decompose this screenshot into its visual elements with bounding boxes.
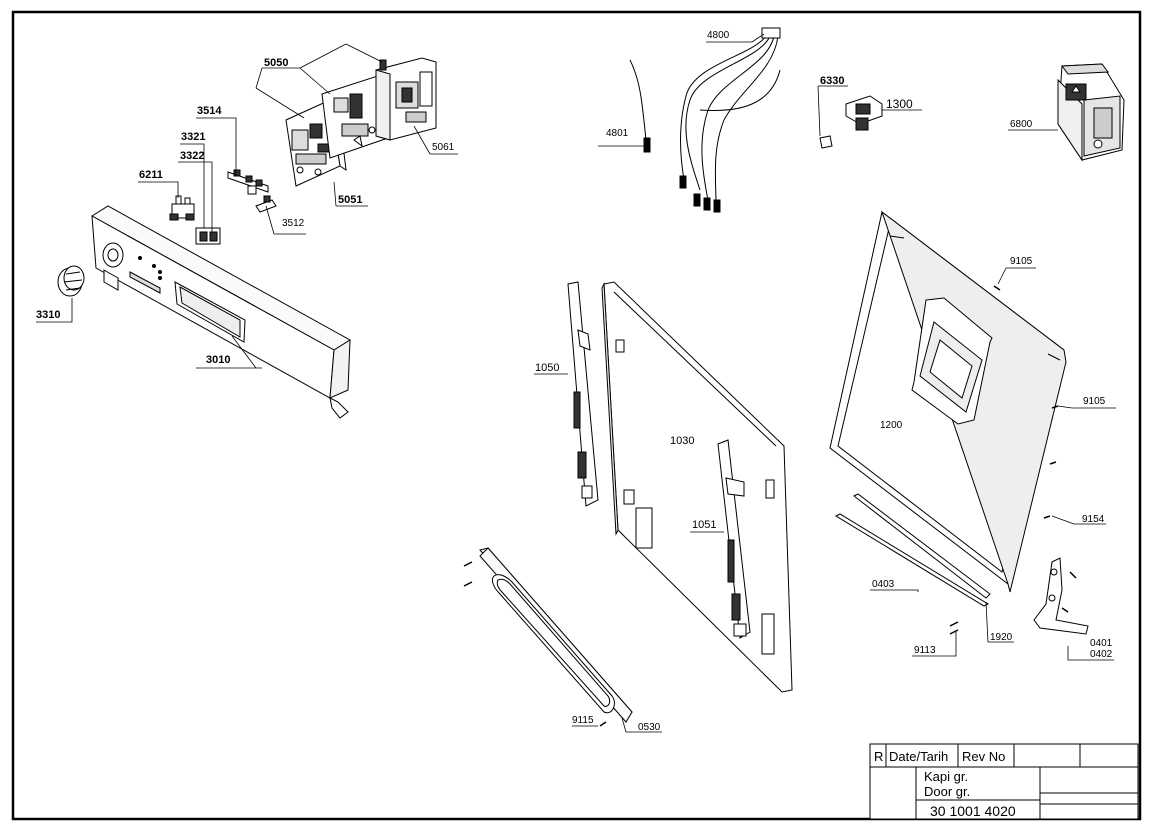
label-5050: 5050 — [264, 57, 288, 69]
cable-harness-4800 — [679, 27, 781, 213]
title-block-name-2: Door gr. — [924, 784, 970, 799]
outer-door-1030 — [601, 281, 793, 693]
leader-lines-rails — [534, 373, 724, 533]
sensor-1300 — [819, 95, 883, 149]
leader-lines-door-right — [997, 267, 1116, 525]
leader-lines-sensor — [817, 85, 922, 137]
hinge-0401-0402 — [1033, 557, 1089, 635]
kick-plate-0530 — [479, 547, 633, 723]
title-block-name-1: Kapi gr. — [924, 769, 968, 784]
label-9105-right: 9105 — [1083, 396, 1106, 407]
switch-3322 — [195, 227, 221, 245]
label-0402: 0402 — [1090, 649, 1113, 660]
part-labels: 5050 5061 5051 3514 3321 3322 6211 3512 … — [36, 30, 1113, 733]
label-9105-top: 9105 — [1010, 256, 1033, 267]
leader-lines-kick-plate — [572, 717, 662, 733]
title-block-rev: Rev No — [962, 749, 1005, 764]
screws-kick-plate — [463, 561, 607, 727]
dispenser-6800 — [1057, 63, 1125, 162]
inner-door-1200 — [829, 210, 1067, 593]
label-1050: 1050 — [535, 362, 559, 374]
label-9115: 9115 — [572, 715, 594, 726]
label-1051: 1051 — [692, 519, 716, 531]
label-6330: 6330 — [820, 75, 844, 87]
label-3310: 3310 — [36, 309, 60, 321]
screws-9105 — [993, 285, 1059, 519]
gasket-1920 — [834, 493, 991, 607]
label-1200: 1200 — [880, 420, 903, 431]
label-3512: 3512 — [282, 218, 305, 229]
leader-lines-gasket — [870, 589, 1014, 657]
label-0401: 0401 — [1090, 638, 1113, 649]
title-block — [869, 743, 1139, 820]
button-3512 — [255, 195, 277, 213]
label-3010: 3010 — [206, 354, 230, 366]
leader-lines-left — [36, 43, 458, 369]
side-rail-1051 — [717, 439, 751, 639]
label-9113: 9113 — [914, 645, 936, 656]
label-6211: 6211 — [139, 169, 163, 181]
title-block-date: Date/Tarih — [889, 749, 948, 764]
cable-4801 — [629, 59, 651, 153]
label-9154: 9154 — [1082, 514, 1105, 525]
leader-hinge — [1067, 646, 1114, 661]
label-4801: 4801 — [606, 128, 629, 139]
label-5061: 5061 — [432, 142, 455, 153]
label-5051: 5051 — [338, 194, 362, 206]
label-3322: 3322 — [180, 150, 204, 162]
label-1300: 1300 — [886, 97, 913, 111]
label-0530: 0530 — [638, 722, 661, 733]
side-rail-1050 — [567, 281, 599, 507]
leader-lines-harness — [598, 33, 765, 147]
title-block-drawing-number: 30 1001 4020 — [930, 803, 1016, 819]
sheet-border — [11, 10, 1142, 821]
label-1920: 1920 — [990, 632, 1013, 643]
label-3321: 3321 — [181, 131, 205, 143]
label-4800: 4800 — [707, 30, 730, 41]
label-1030: 1030 — [670, 435, 694, 447]
screws-9113 — [949, 621, 959, 635]
knob-3310 — [57, 265, 85, 297]
electronic-module-5061 — [375, 57, 437, 141]
label-3514: 3514 — [197, 105, 222, 117]
control-panel-3010 — [91, 205, 351, 419]
label-6800: 6800 — [1010, 119, 1033, 130]
label-0403: 0403 — [872, 579, 895, 590]
button-strip-3514 — [227, 169, 269, 195]
switch-6211 — [169, 195, 195, 221]
electronic-module-5050 — [321, 73, 389, 159]
title-block-r: R — [874, 749, 883, 764]
